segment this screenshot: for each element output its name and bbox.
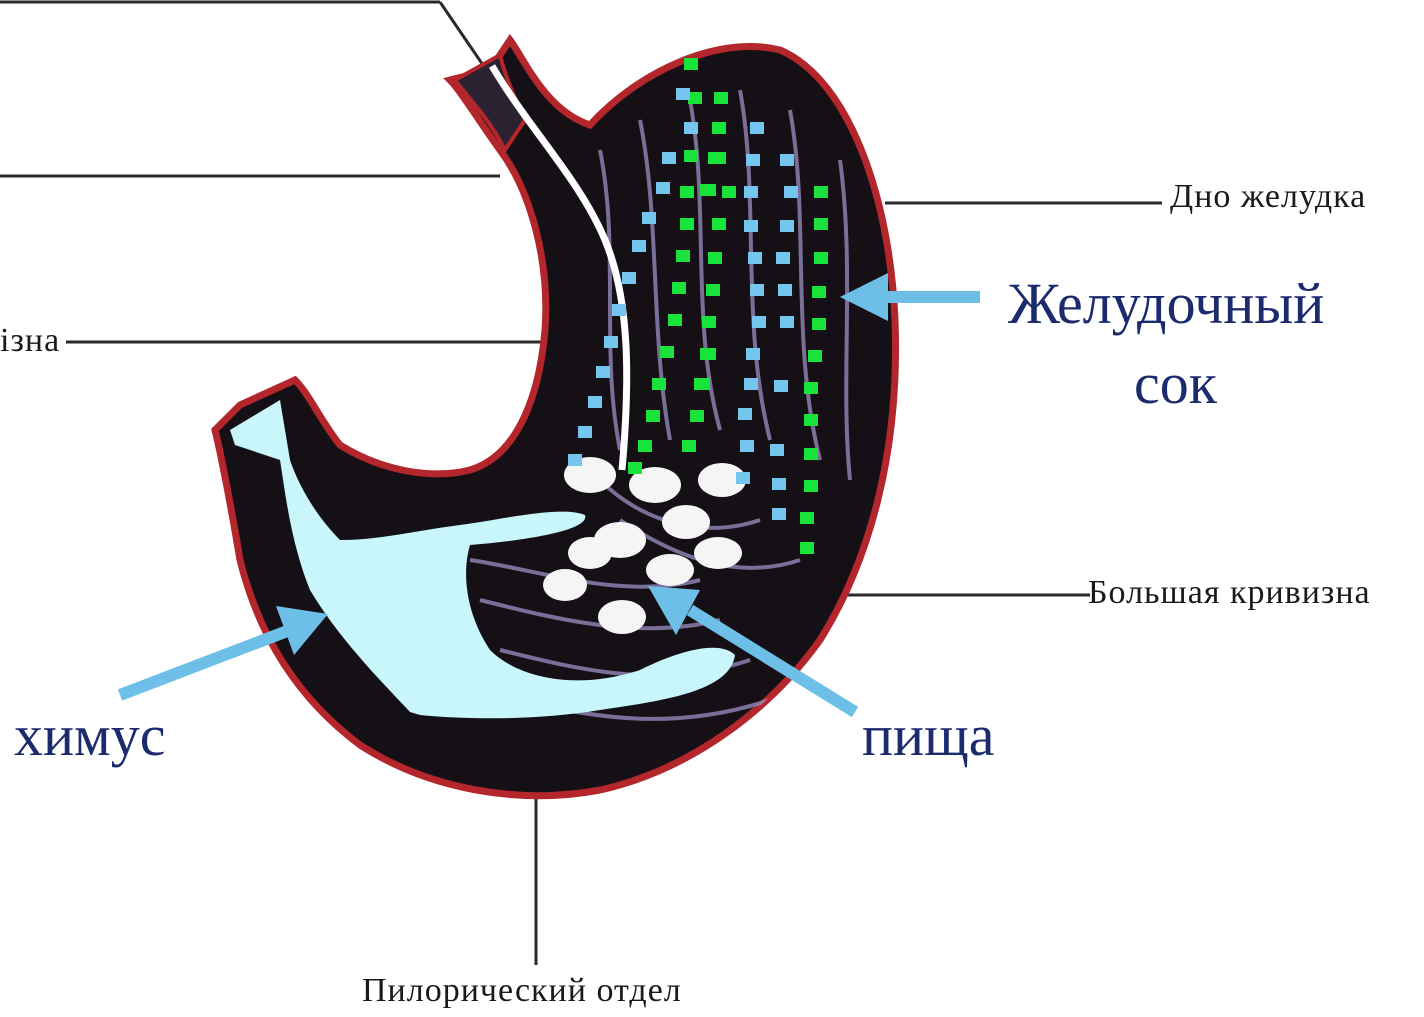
food-particle [598, 600, 646, 634]
label-greater-curvature: Большая кривизна [1088, 574, 1371, 612]
food-particle [543, 569, 587, 601]
leader-line-top-diagonal [440, 2, 485, 68]
label-fundus: Дно желудка [1170, 178, 1366, 216]
label-curvature-partial: ізна [0, 322, 60, 360]
label-food: пища [862, 702, 994, 769]
label-chyme: химус [14, 702, 166, 769]
label-gastric-juice-line1: Желудочный [1008, 270, 1324, 337]
food-particle [646, 554, 694, 586]
food-particle [662, 505, 710, 539]
label-gastric-juice-line2: сок [1134, 350, 1217, 417]
label-pyloric-part: Пилорический отдел [362, 972, 682, 1010]
food-particle [568, 537, 612, 569]
food-particle [694, 537, 742, 569]
